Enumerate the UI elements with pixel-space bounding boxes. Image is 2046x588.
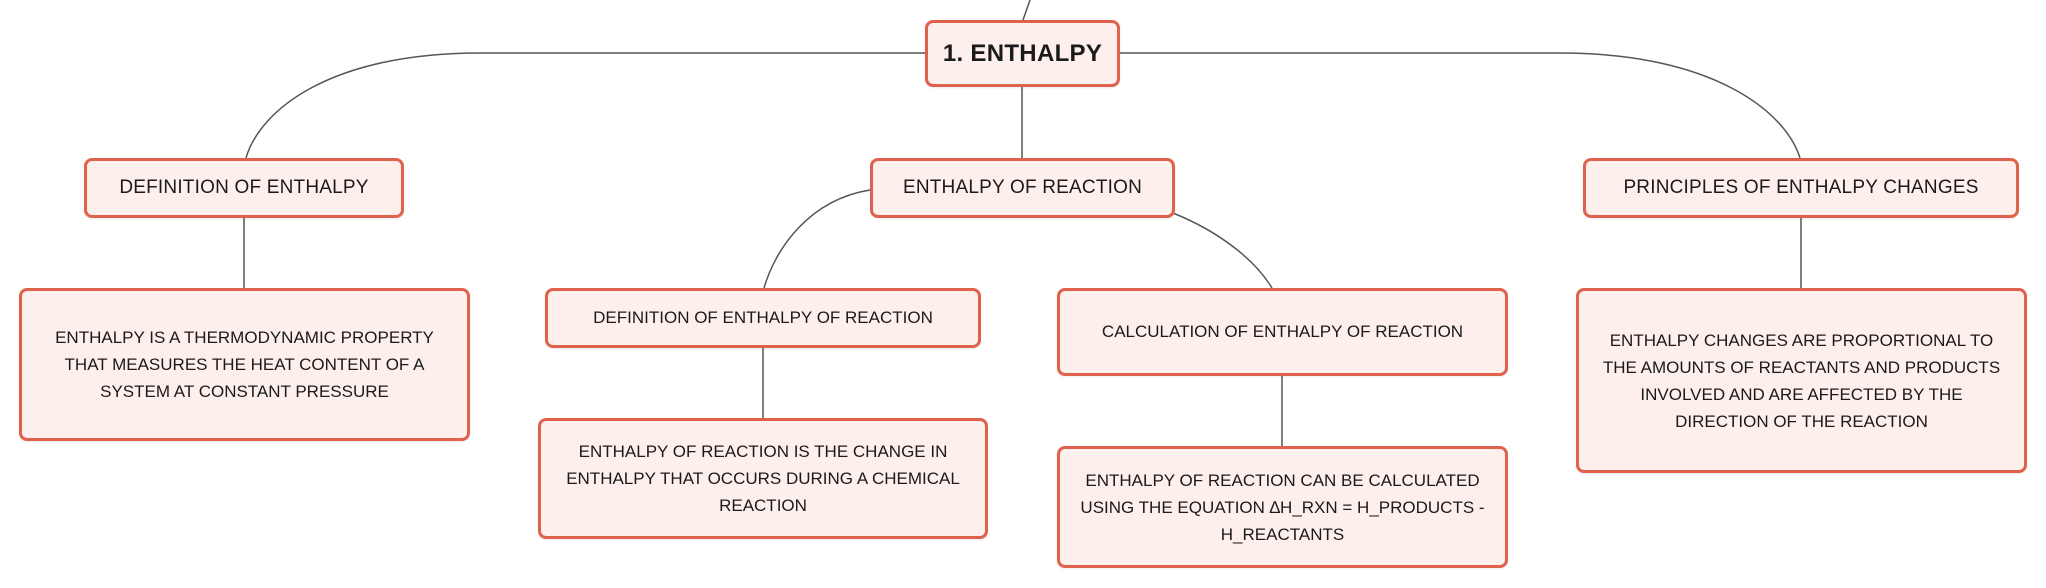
detail-definition-of-enthalpy-of-reaction[interactable]: ENTHALPY OF REACTION IS THE CHANGE IN EN… xyxy=(538,418,988,539)
detail-principles-of-enthalpy-changes[interactable]: ENTHALPY CHANGES ARE PROPORTIONAL TO THE… xyxy=(1576,288,2027,473)
detail-definition-of-enthalpy[interactable]: ENTHALPY IS A THERMODYNAMIC PROPERTY THA… xyxy=(19,288,470,441)
detail-text: ENTHALPY CHANGES ARE PROPORTIONAL TO THE… xyxy=(1602,330,2001,431)
connector-parent-stub xyxy=(1022,0,1031,21)
subbranch-label: CALCULATION OF ENTHALPY OF REACTION xyxy=(1101,322,1464,341)
connector-root-to-definition xyxy=(245,52,925,159)
branch-enthalpy-of-reaction[interactable]: ENTHALPY OF REACTION xyxy=(870,158,1175,218)
branch-definition-of-enthalpy[interactable]: DEFINITION OF ENTHALPY xyxy=(84,158,404,218)
detail-text: ENTHALPY OF REACTION CAN BE CALCULATED U… xyxy=(1080,470,1485,544)
connector-reaction-to-calculation xyxy=(1172,212,1273,289)
branch-label: DEFINITION OF ENTHALPY xyxy=(119,177,369,198)
detail-text: ENTHALPY OF REACTION IS THE CHANGE IN EN… xyxy=(566,442,960,515)
branch-principles-of-enthalpy-changes[interactable]: PRINCIPLES OF ENTHALPY CHANGES xyxy=(1583,158,2019,218)
subbranch-calculation-of-enthalpy-of-reaction[interactable]: CALCULATION OF ENTHALPY OF REACTION xyxy=(1057,288,1508,376)
branch-label: PRINCIPLES OF ENTHALPY CHANGES xyxy=(1623,177,1979,198)
subbranch-label: DEFINITION OF ENTHALPY OF REACTION xyxy=(593,308,933,327)
branch-label: ENTHALPY OF REACTION xyxy=(902,177,1143,198)
connector-root-to-principles xyxy=(1120,52,1801,159)
connector-reaction-to-definition-reaction xyxy=(763,189,871,289)
detail-text: ENTHALPY IS A THERMODYNAMIC PROPERTY THA… xyxy=(55,328,434,401)
subbranch-definition-of-enthalpy-of-reaction[interactable]: DEFINITION OF ENTHALPY OF REACTION xyxy=(545,288,981,348)
detail-calculation-of-enthalpy-of-reaction[interactable]: ENTHALPY OF REACTION CAN BE CALCULATED U… xyxy=(1057,446,1508,568)
root-label: 1. ENTHALPY xyxy=(942,39,1103,67)
root-node[interactable]: 1. ENTHALPY xyxy=(925,20,1120,87)
